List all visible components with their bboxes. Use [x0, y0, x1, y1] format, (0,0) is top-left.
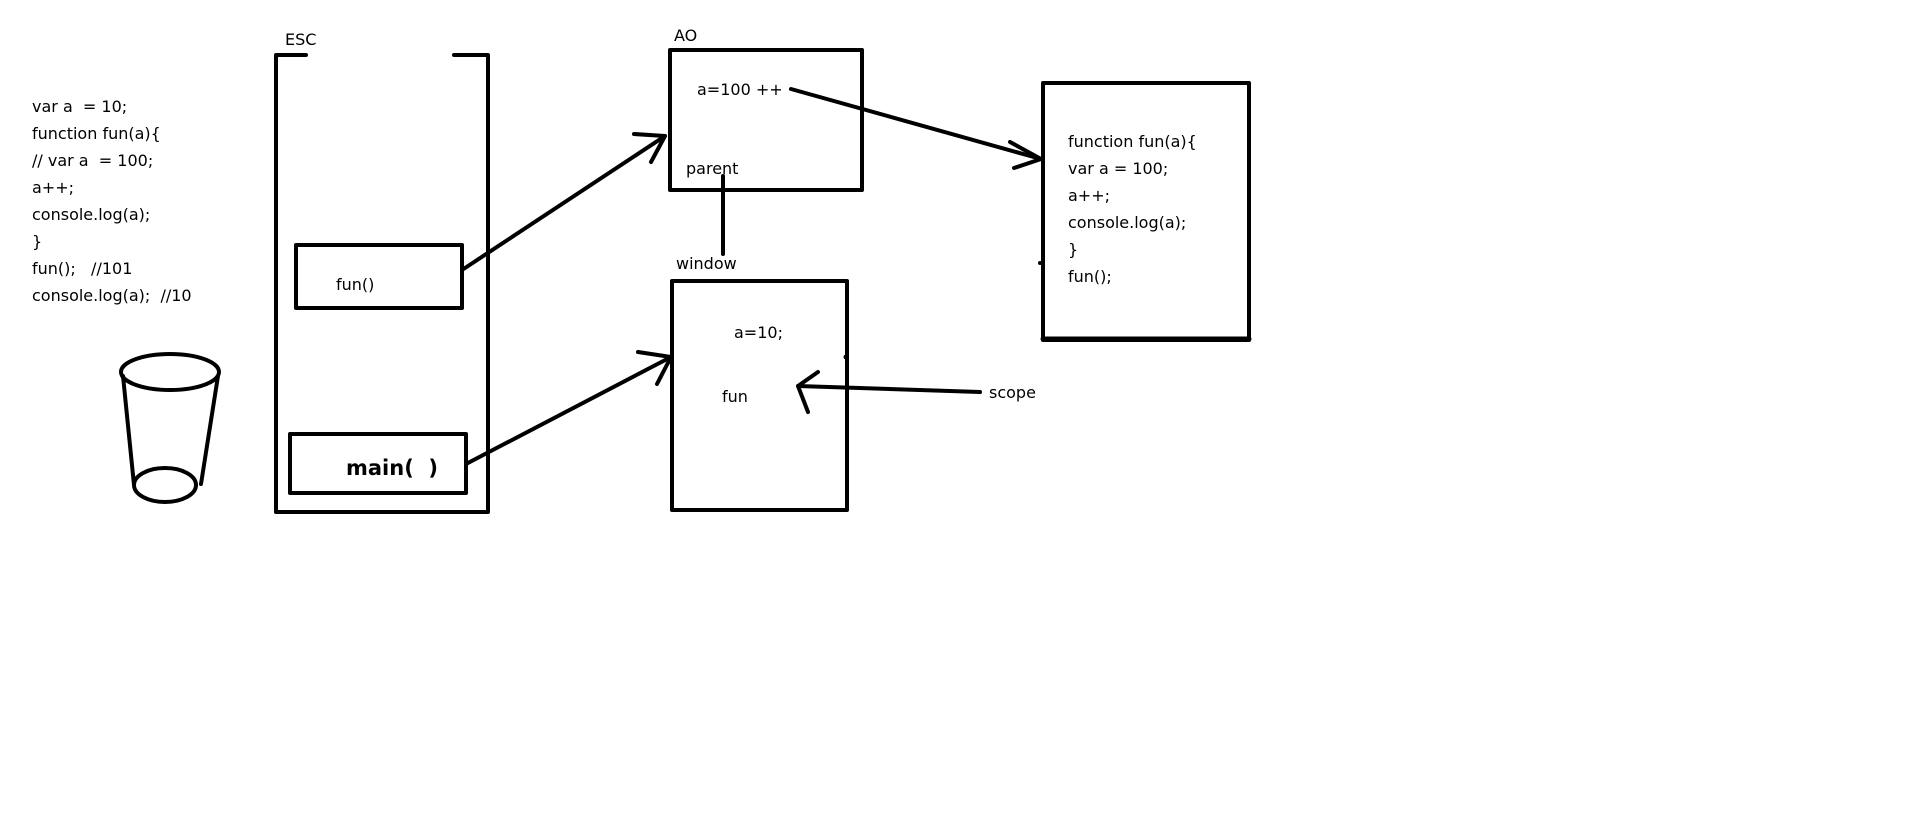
scope-label: scope: [989, 383, 1036, 402]
arrow-scope-to-fun: [796, 370, 982, 414]
arrow-fun-to-ao: [460, 132, 667, 272]
window-fun-label: fun: [722, 387, 748, 406]
code-line: var a = 100;: [1068, 159, 1169, 178]
code-line: fun(); //101: [32, 259, 133, 278]
window-label: window: [676, 254, 737, 273]
code-line: }: [1068, 240, 1079, 259]
ao-parent-label: parent: [686, 159, 739, 178]
code-line: console.log(a);: [32, 205, 151, 224]
arrow-main-to-window: [464, 350, 673, 466]
esc-stack: [274, 53, 490, 514]
fun-frame-box: [294, 243, 464, 310]
code-line: function fun(a){: [32, 124, 161, 143]
code-line: var a = 10;: [32, 97, 128, 116]
window-value: a=10;: [734, 323, 783, 342]
window-box: [670, 279, 849, 512]
code-right: function fun(a){ var a = 100; a++; conso…: [1068, 128, 1197, 290]
arrow-ao-to-function: [789, 87, 1043, 170]
code-line: console.log(a); //10: [32, 286, 192, 305]
ao-value: a=100 ++: [697, 80, 783, 99]
code-line: fun();: [1068, 267, 1112, 286]
ao-label: AO: [674, 26, 698, 45]
code-line: }: [32, 232, 43, 251]
code-line: console.log(a);: [1068, 213, 1187, 232]
code-line: a++;: [32, 178, 75, 197]
code-line: a++;: [1068, 186, 1111, 205]
code-line: function fun(a){: [1068, 132, 1197, 151]
code-left: var a = 10; function fun(a){ // var a = …: [32, 93, 192, 309]
esc-label: ESC: [285, 30, 317, 49]
main-frame-label: main( ): [346, 456, 439, 480]
trash-cup-icon: [119, 352, 221, 504]
fun-frame-label: fun(): [336, 275, 375, 294]
ao-box: [668, 48, 864, 192]
code-line: // var a = 100;: [32, 151, 154, 170]
